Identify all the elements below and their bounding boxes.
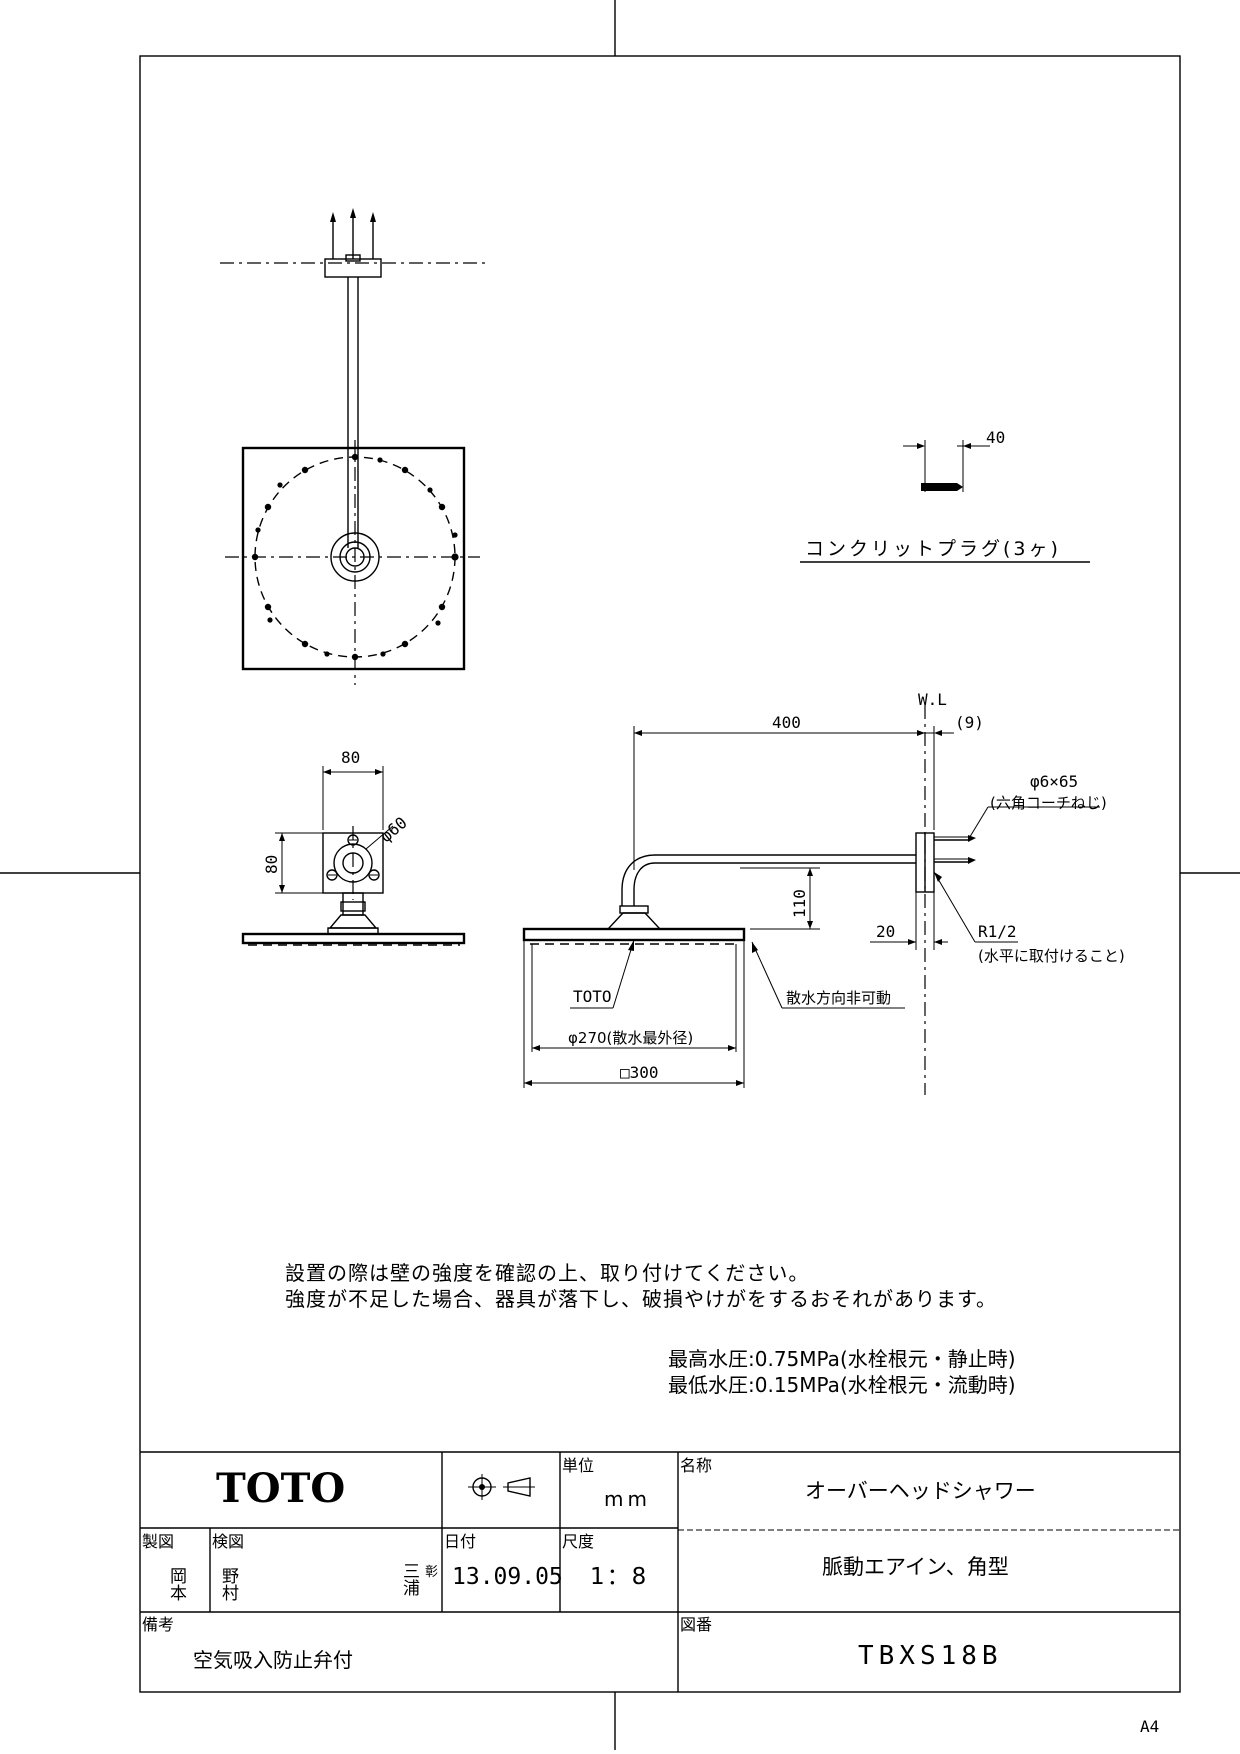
unit-label: 単位 bbox=[562, 1456, 594, 1475]
checked-label: 検図 bbox=[212, 1532, 244, 1551]
screw-spec: φ6×65 bbox=[1030, 772, 1078, 791]
plug-label: コンクリットプラグ(3ヶ) bbox=[805, 538, 1061, 560]
dim-20: 20 bbox=[876, 922, 895, 941]
caution-line-2: 強度が不足した場合、器具が落下し、破損やけがをするおそれがあります。 bbox=[285, 1287, 997, 1311]
min-pressure: 最低水圧:0.15MPa(水栓根元・流動時) bbox=[668, 1373, 1016, 1397]
drawn-label: 製図 bbox=[142, 1532, 174, 1551]
drawing-frame bbox=[139, 55, 1181, 1693]
dim-300: □300 bbox=[620, 1063, 659, 1082]
checked-by: 野村 bbox=[218, 1567, 239, 1601]
dim-9: (9) bbox=[955, 713, 984, 732]
product-name: オーバーヘッドシャワー bbox=[805, 1479, 1036, 1503]
label-wl: W.L bbox=[918, 690, 947, 709]
caution-line-1: 設置の際は壁の強度を確認の上、取り付けてください。 bbox=[285, 1261, 809, 1285]
date-label: 日付 bbox=[444, 1532, 476, 1551]
thread-note: (水平に取付けること) bbox=[978, 947, 1125, 965]
product-sub-name: 脈動エアイン、角型 bbox=[822, 1555, 1009, 1579]
title-block bbox=[140, 1451, 1180, 1692]
unit-value: mm bbox=[604, 1487, 651, 1511]
spray-fixed-note: 散水方向非可動 bbox=[786, 989, 891, 1007]
dim-400: 400 bbox=[772, 713, 801, 732]
brand-mark-leader: TOTO bbox=[573, 987, 612, 1006]
dim-phi-270: φ270(散水最外径) bbox=[568, 1029, 693, 1047]
drawing-no-label: 図番 bbox=[680, 1615, 712, 1634]
max-pressure: 最高水圧:0.75MPa(水栓根元・静止時) bbox=[668, 1347, 1016, 1371]
concrete-plug bbox=[800, 440, 1090, 563]
remarks-label: 備考 bbox=[142, 1615, 174, 1634]
dim-110: 110 bbox=[790, 889, 809, 918]
dim-phi-60: φ60 bbox=[376, 813, 410, 846]
scale-value: 1：8 bbox=[590, 1564, 648, 1590]
top-view bbox=[220, 208, 488, 685]
remarks-value: 空気吸入防止弁付 bbox=[193, 1648, 353, 1672]
name-label: 名称 bbox=[680, 1456, 712, 1475]
approval-stamp: 彰 bbox=[425, 1564, 438, 1580]
toto-logo: TOTO bbox=[216, 1465, 345, 1512]
paper-size: A4 bbox=[1140, 1717, 1159, 1736]
thread-spec: R1/2 bbox=[978, 922, 1017, 941]
side-view bbox=[522, 705, 1100, 1095]
front-view bbox=[241, 766, 466, 946]
drawing-number: TBXS18B bbox=[858, 1641, 1003, 1671]
drawn-by: 岡本 bbox=[166, 1567, 187, 1601]
scale-label: 尺度 bbox=[562, 1532, 594, 1551]
approved-by: 三浦 bbox=[399, 1562, 420, 1597]
screw-note: (六角コーチねじ) bbox=[990, 794, 1107, 812]
dim-80-width: 80 bbox=[341, 748, 360, 767]
dim-40: 40 bbox=[986, 428, 1005, 447]
dim-80-height: 80 bbox=[262, 855, 281, 874]
date-value: 13.09.05 bbox=[452, 1564, 563, 1590]
